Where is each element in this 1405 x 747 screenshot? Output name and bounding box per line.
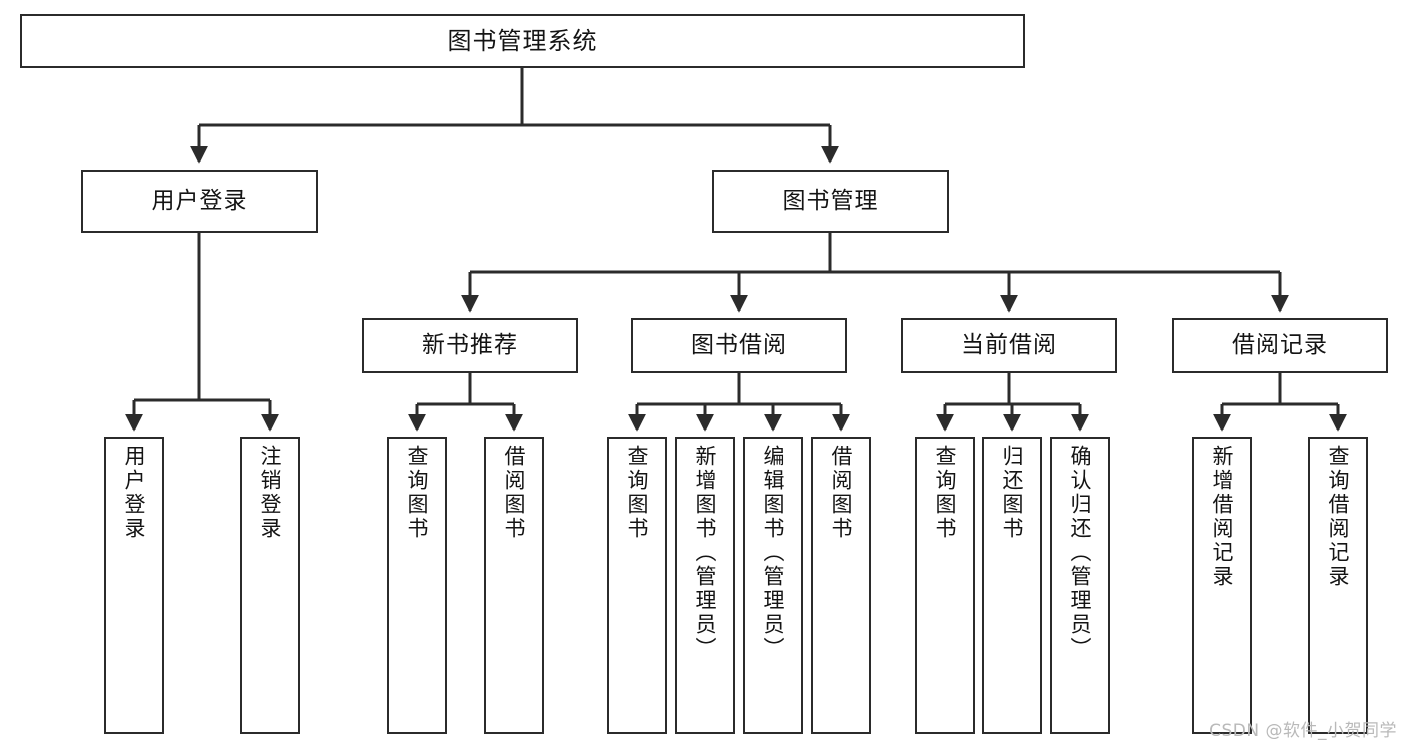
node-label: 新书推荐 (422, 331, 518, 358)
node-label: 图书管理 (782, 187, 879, 214)
node-label: 新增借阅记录 (1210, 445, 1235, 589)
leaf-user-login-signout[interactable]: 注销登录 (240, 437, 300, 734)
node-label: 用户登录 (122, 445, 147, 541)
node-label: 查询借阅记录 (1326, 445, 1351, 589)
leaf-book-borrow-add-admin[interactable]: 新增图书（管理员） (675, 437, 735, 734)
leaf-book-borrow-edit-admin[interactable]: 编辑图书（管理员） (743, 437, 803, 734)
leaf-new-book-query[interactable]: 查询图书 (387, 437, 447, 734)
leaf-new-book-borrow[interactable]: 借阅图书 (484, 437, 544, 734)
node-label: 查询图书 (625, 445, 650, 541)
node-label: 借阅图书 (502, 445, 527, 541)
leaf-current-borrow-query[interactable]: 查询图书 (915, 437, 975, 734)
watermark: CSDN @软件_小贺同学 (1209, 721, 1397, 741)
node-label: 当前借阅 (961, 331, 1057, 358)
node-label: 编辑图书（管理员） (761, 445, 786, 661)
node-root-library-management-system[interactable]: 图书管理系统 (20, 14, 1025, 68)
node-new-book-recommend[interactable]: 新书推荐 (362, 318, 578, 373)
node-user-login[interactable]: 用户登录 (81, 170, 318, 233)
node-label: 用户登录 (151, 187, 248, 214)
node-label: 借阅图书 (829, 445, 854, 541)
node-book-borrow[interactable]: 图书借阅 (631, 318, 847, 373)
node-label: 图书管理系统 (447, 26, 598, 55)
node-label: 确认归还（管理员） (1068, 445, 1093, 661)
node-current-borrow[interactable]: 当前借阅 (901, 318, 1117, 373)
node-label: 查询图书 (933, 445, 958, 541)
leaf-book-borrow-query[interactable]: 查询图书 (607, 437, 667, 734)
leaf-user-login-signin[interactable]: 用户登录 (104, 437, 164, 734)
leaf-book-borrow-borrow[interactable]: 借阅图书 (811, 437, 871, 734)
node-label: 借阅记录 (1232, 331, 1328, 358)
node-borrow-record[interactable]: 借阅记录 (1172, 318, 1388, 373)
node-label: 新增图书（管理员） (693, 445, 718, 661)
leaf-current-borrow-confirm-return-admin[interactable]: 确认归还（管理员） (1050, 437, 1110, 734)
node-book-management[interactable]: 图书管理 (712, 170, 949, 233)
node-label: 图书借阅 (691, 331, 787, 358)
leaf-borrow-record-query[interactable]: 查询借阅记录 (1308, 437, 1368, 734)
node-label: 注销登录 (258, 445, 283, 541)
leaf-current-borrow-return[interactable]: 归还图书 (982, 437, 1042, 734)
node-label: 归还图书 (1000, 445, 1025, 541)
leaf-borrow-record-add[interactable]: 新增借阅记录 (1192, 437, 1252, 734)
node-label: 查询图书 (405, 445, 430, 541)
